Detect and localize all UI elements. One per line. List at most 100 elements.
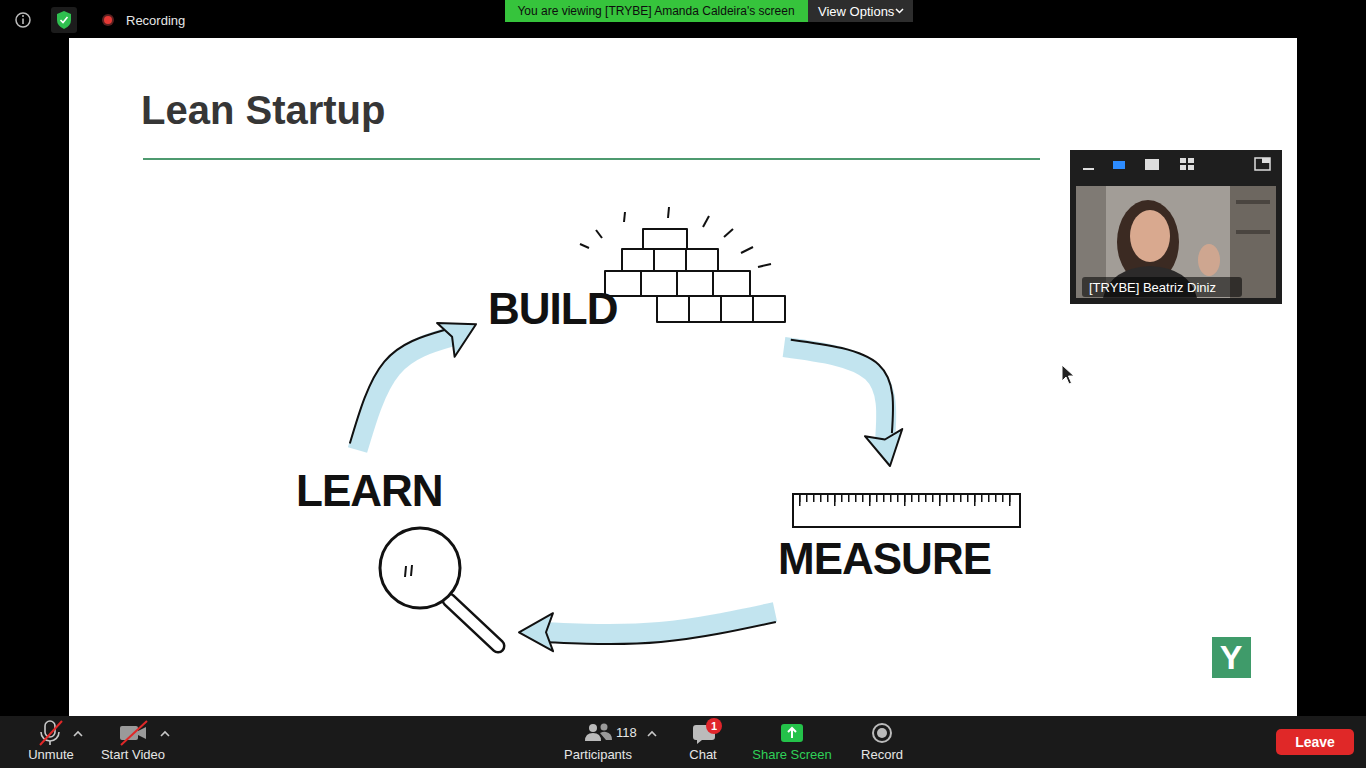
measure-step: MEASURE [775, 470, 1025, 600]
bricks-illustration [724, 229, 733, 237]
bricks-illustration [596, 230, 602, 238]
slide-ground [69, 38, 1297, 716]
logo-letter: Y [1220, 640, 1243, 674]
toolbar-button-label: Start Video [101, 748, 165, 761]
arrow-band [545, 612, 775, 634]
arrow-outline [350, 330, 445, 444]
recording-status: Recording [126, 14, 185, 27]
bricks-illustration [741, 247, 753, 253]
cycle-arrow [350, 307, 485, 450]
magnifier-illustration [380, 528, 460, 608]
top-bar-icons [16, 7, 114, 33]
step-label: LEARN [296, 469, 443, 513]
toolbar-icons [600, 732, 612, 740]
top-bar-icons [22, 15, 24, 17]
bricks-illustration [686, 249, 718, 271]
toolbar-icons [873, 724, 891, 742]
magnifier-illustration [411, 565, 412, 576]
video-panel [1113, 161, 1125, 169]
participant-count: 118 [616, 726, 637, 739]
participant-name: [TRYBE] Beatriz Diniz [1089, 281, 1216, 294]
leave-button: Leave [1295, 735, 1335, 749]
toolbar-button-label: Participants [564, 748, 632, 761]
trybe-logo [1212, 637, 1251, 678]
toolbar-icons [585, 733, 601, 741]
bricks-illustration [677, 271, 713, 296]
video-panel [1145, 159, 1159, 170]
toolbar-icons [589, 724, 597, 732]
view-options-button: View Options [818, 5, 894, 18]
video-panel [1188, 158, 1194, 163]
viewing-banner-text: You are viewing [TRYBE] Amanda Caldeira'… [517, 5, 794, 17]
video-panel [1180, 158, 1186, 163]
ruler-illustration [793, 494, 1020, 527]
video-panel [1262, 158, 1270, 163]
arrow-head [437, 307, 485, 356]
bricks-illustration [713, 271, 750, 296]
viewing-banner [808, 0, 913, 22]
toolbar-icons [648, 732, 656, 736]
bricks-illustration [580, 244, 589, 248]
magnifier-illustration [449, 600, 498, 646]
toolbar-icons [40, 721, 62, 745]
video-panel [1070, 150, 1282, 304]
toolbar-button-label: Unmute [28, 748, 74, 761]
toolbar-ground [0, 716, 1366, 768]
toolbar-button-label: Chat [689, 748, 716, 761]
top-bar-icons [57, 11, 71, 29]
ruler-illustration [799, 494, 1016, 506]
bricks-illustration [758, 264, 771, 267]
toolbar-icons [74, 732, 82, 736]
video-panel [1070, 150, 1282, 304]
toolbar-icons [877, 728, 887, 738]
bricks-illustration [624, 212, 625, 222]
top-bar-icons [61, 17, 68, 23]
toolbar-icons [1276, 729, 1354, 755]
bricks-illustration [668, 207, 669, 218]
toolbar-icons [601, 724, 608, 731]
arrow-band [358, 336, 453, 450]
magnifier-illustration [405, 566, 406, 577]
magnifier-illustration [380, 528, 498, 646]
toolbar-icons [121, 721, 147, 745]
cycle-arrow [519, 612, 776, 651]
step-label: MEASURE [778, 537, 991, 581]
mouse-cursor [1062, 365, 1074, 384]
video-panel [1130, 210, 1170, 262]
toolbar-icons [49, 741, 51, 745]
bricks-illustration [753, 296, 785, 322]
video-panel [1082, 277, 1242, 297]
toolbar-icons [788, 728, 796, 738]
video-panel [1083, 168, 1094, 170]
video-panel [1198, 244, 1220, 276]
video-panel [1188, 165, 1194, 170]
top-bar-icons [51, 7, 77, 33]
viewing-banner [896, 9, 903, 13]
chat-badge-count: 1 [711, 721, 717, 732]
learn-step: LEARN [290, 462, 515, 660]
toolbar-icons [706, 718, 722, 734]
video-panel [1236, 200, 1270, 204]
video-panel [1076, 186, 1276, 298]
toolbar-button-label: Record [861, 748, 903, 761]
video-panel [1236, 230, 1270, 234]
top-bar-icons [102, 14, 114, 26]
bricks-illustration [721, 296, 753, 322]
toolbar-icons [161, 732, 169, 736]
arrow-band [784, 347, 886, 440]
bricks-illustration [654, 249, 686, 271]
step-label: BUILD [488, 287, 617, 331]
viewing-banner [505, 0, 913, 22]
slide-title: Lean Startup [141, 90, 385, 130]
bricks-illustration [657, 296, 689, 322]
bricks-illustration [641, 271, 677, 296]
top-bar-icons [16, 13, 30, 27]
arrow-head [519, 613, 553, 651]
toolbar-icons [781, 724, 803, 742]
top-bar-icons [104, 16, 112, 24]
video-panel [1180, 165, 1186, 170]
video-panel [1255, 158, 1270, 170]
arrow-head [865, 429, 909, 470]
